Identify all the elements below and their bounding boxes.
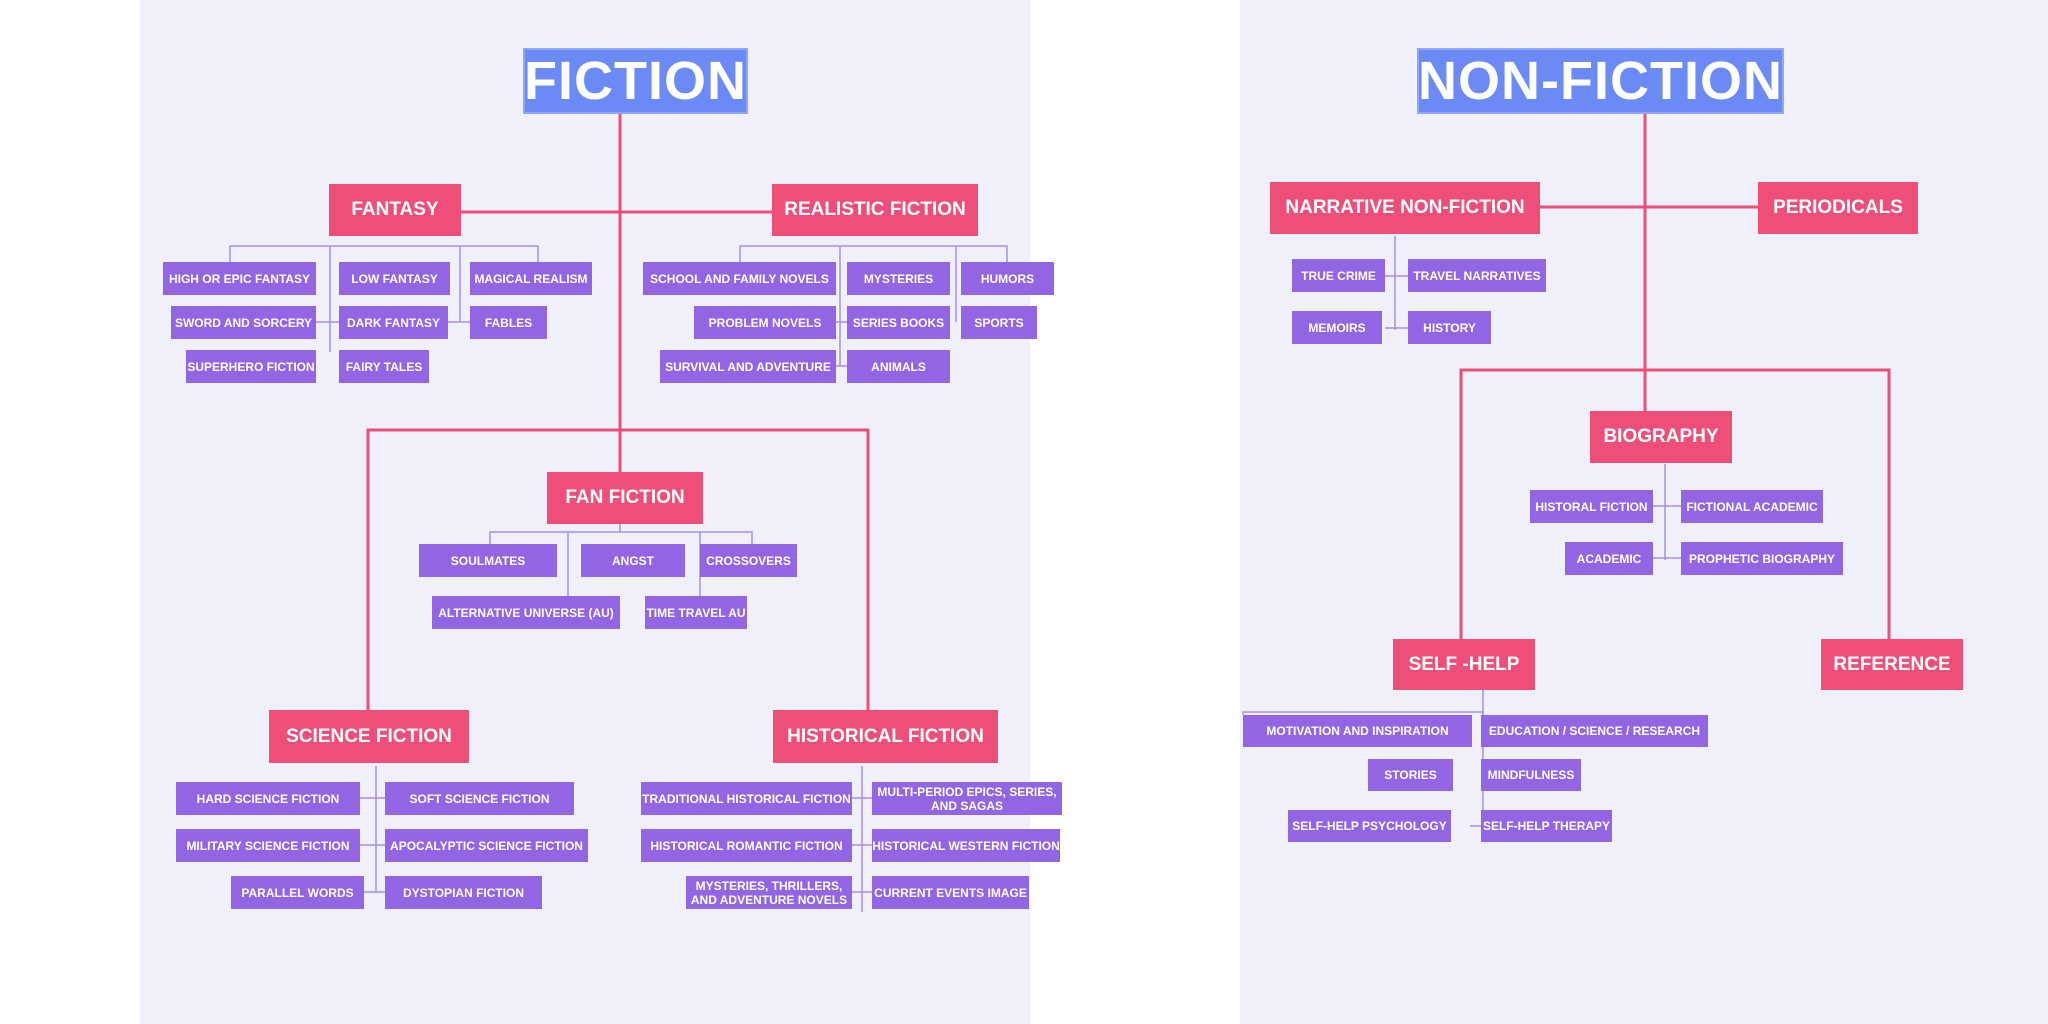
leaf-dystopian-fiction: DYSTOPIAN FICTION bbox=[385, 876, 542, 909]
leaf-true-crime: TRUE CRIME bbox=[1292, 259, 1385, 292]
leaf-mysteries: MYSTERIES bbox=[847, 262, 950, 295]
leaf-soulmates: SOULMATES bbox=[419, 544, 557, 577]
leaf-time-travel-au: TIME TRAVEL AU bbox=[645, 596, 747, 629]
leaf-stories: STORIES bbox=[1368, 759, 1453, 791]
leaf-travel-narratives: TRAVEL NARRATIVES bbox=[1408, 259, 1546, 292]
realistic-fiction-category: REALISTIC FICTION bbox=[772, 184, 978, 236]
leaf-motivation-and-inspiration: MOTIVATION AND INSPIRATION bbox=[1243, 715, 1472, 747]
leaf-history: HISTORY bbox=[1408, 311, 1491, 344]
leaf-low-fantasy: LOW FANTASY bbox=[339, 262, 450, 295]
leaf-traditional-historical-fiction: TRADITIONAL HISTORICAL FICTION bbox=[641, 782, 852, 815]
leaf-survival-and-adventure: SURVIVAL AND ADVENTURE bbox=[660, 350, 836, 383]
periodicals-category: PERIODICALS bbox=[1758, 182, 1918, 234]
leaf-apocalyptic-science-fiction: APOCALYPTIC SCIENCE FICTION bbox=[385, 829, 588, 862]
leaf-education-science-research: EDUCATION / SCIENCE / RESEARCH bbox=[1481, 715, 1708, 747]
leaf-mysteries-thrillers: MYSTERIES, THRILLERS, AND ADVENTURE NOVE… bbox=[686, 876, 852, 909]
leaf-mindfulness: MINDFULNESS bbox=[1481, 759, 1581, 791]
fan-fiction-category: FAN FICTION bbox=[547, 472, 703, 524]
leaf-sword-and-sorcery: SWORD AND SORCERY bbox=[171, 306, 316, 339]
science-fiction-category: SCIENCE FICTION bbox=[269, 710, 469, 763]
leaf-self-help-therapy: SELF-HELP THERAPY bbox=[1481, 810, 1612, 842]
leaf-humors: HUMORS bbox=[961, 262, 1054, 295]
leaf-fairy-tales: FAIRY TALES bbox=[339, 350, 429, 383]
leaf-dark-fantasy: DARK FANTASY bbox=[339, 306, 448, 339]
biography-category: BIOGRAPHY bbox=[1590, 411, 1732, 463]
leaf-soft-science-fiction: SOFT SCIENCE FICTION bbox=[385, 782, 574, 815]
leaf-magical-realism: MAGICAL REALISM bbox=[470, 262, 592, 295]
leaf-parallel-words: PARALLEL WORDS bbox=[231, 876, 364, 909]
self-help-category: SELF -HELP bbox=[1393, 639, 1535, 690]
leaf-military-science-fiction: MILITARY SCIENCE FICTION bbox=[176, 829, 360, 862]
main-connectors bbox=[366, 112, 1891, 712]
nonfiction-title: NON-FICTION bbox=[1417, 48, 1784, 114]
leaf-fables: FABLES bbox=[470, 306, 547, 339]
leaf-alternative-universe: ALTERNATIVE UNIVERSE (AU) bbox=[432, 596, 620, 629]
leaf-historal-fiction: HISTORAL FICTION bbox=[1530, 490, 1653, 523]
leaf-school-and-family-novels: SCHOOL AND FAMILY NOVELS bbox=[643, 262, 836, 295]
leaf-memoirs: MEMOIRS bbox=[1292, 311, 1382, 344]
leaf-self-help-psychology: SELF-HELP PSYCHOLOGY bbox=[1288, 810, 1451, 842]
historical-fiction-category: HISTORICAL FICTION bbox=[773, 710, 998, 763]
leaf-fictional-academic: FICTIONAL ACADEMIC bbox=[1681, 490, 1823, 523]
leaf-historical-romantic-fiction: HISTORICAL ROMANTIC FICTION bbox=[641, 829, 852, 862]
leaf-academic: ACADEMIC bbox=[1565, 542, 1653, 575]
leaf-sports: SPORTS bbox=[961, 306, 1037, 339]
leaf-animals: ANIMALS bbox=[847, 350, 950, 383]
fiction-title: FICTION bbox=[523, 48, 748, 114]
leaf-angst: ANGST bbox=[581, 544, 685, 577]
leaf-historical-western-fiction: HISTORICAL WESTERN FICTION bbox=[872, 829, 1060, 862]
fantasy-category: FANTASY bbox=[329, 184, 461, 236]
leaf-prophetic-biography: PROPHETIC BIOGRAPHY bbox=[1681, 542, 1843, 575]
leaf-series-books: SERIES BOOKS bbox=[847, 306, 950, 339]
leaf-current-events-image: CURRENT EVENTS IMAGE bbox=[872, 876, 1029, 909]
leaf-hard-science-fiction: HARD SCIENCE FICTION bbox=[176, 782, 360, 815]
leaf-multi-period-epics: MULTI-PERIOD EPICS, SERIES, AND SAGAS bbox=[872, 782, 1062, 815]
leaf-high-or-epic-fantasy: HIGH OR EPIC FANTASY bbox=[163, 262, 316, 295]
narrative-nonfiction-category: NARRATIVE NON-FICTION bbox=[1270, 182, 1540, 234]
leaf-problem-novels: PROBLEM NOVELS bbox=[694, 306, 836, 339]
reference-category: REFERENCE bbox=[1821, 639, 1963, 690]
leaf-superhero-fiction: SUPERHERO FICTION bbox=[186, 350, 316, 383]
leaf-crossovers: CROSSOVERS bbox=[700, 544, 797, 577]
